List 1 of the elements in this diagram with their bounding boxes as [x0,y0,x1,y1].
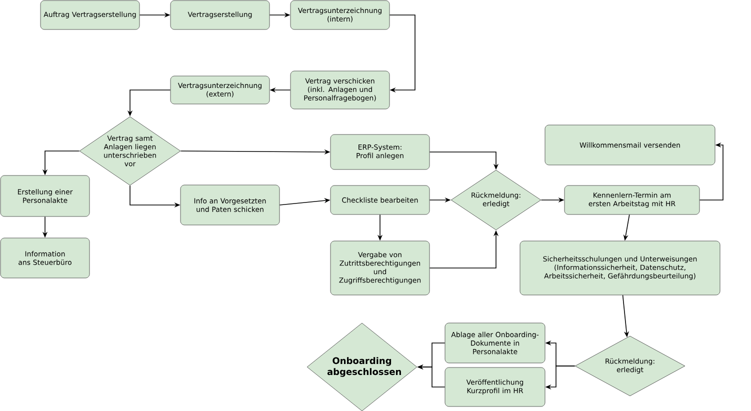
arrow [389,14,416,93]
